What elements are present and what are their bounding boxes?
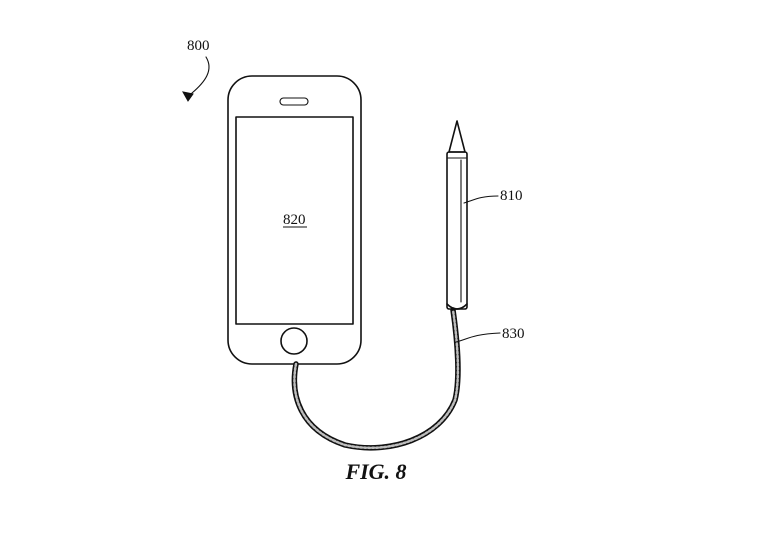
- leader-830: [455, 332, 501, 343]
- speaker-slot: [279, 97, 309, 106]
- cable-braid: [293, 308, 460, 450]
- label-820: 820: [283, 212, 306, 228]
- stylus: [446, 120, 468, 310]
- arrow-800-head: [182, 91, 194, 102]
- label-830: 830: [502, 326, 525, 342]
- stylus-tip: [448, 120, 466, 153]
- cable: [291, 307, 461, 451]
- phone-screen: [235, 116, 354, 325]
- arrow-800-curve: [187, 56, 210, 100]
- leader-810: [463, 195, 499, 204]
- label-810: 810: [500, 188, 523, 204]
- label-800: 800: [187, 38, 210, 54]
- figure-caption: FIG. 8: [344, 459, 406, 484]
- stylus-end: [446, 303, 468, 310]
- stylus-body: [446, 151, 468, 310]
- home-button: [280, 327, 308, 355]
